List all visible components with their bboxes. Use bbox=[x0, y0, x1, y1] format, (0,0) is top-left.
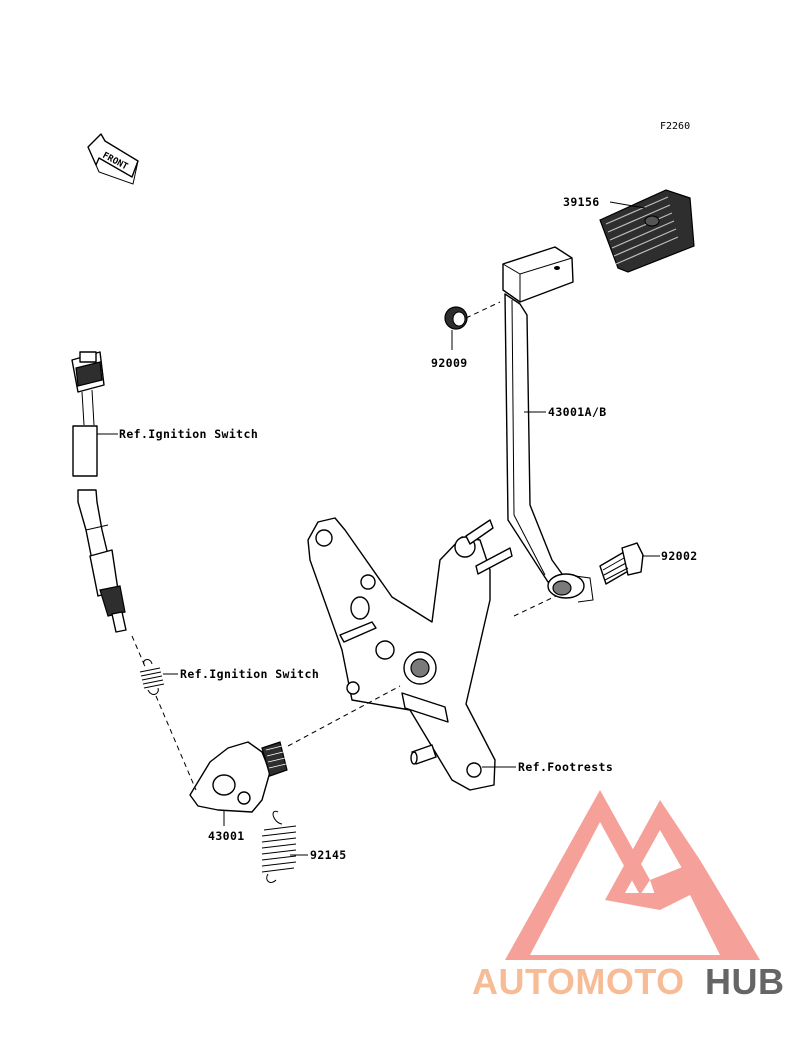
figure-code: F2260 bbox=[660, 121, 690, 132]
pedal-lever bbox=[502, 246, 594, 603]
callout-43001: 43001 bbox=[208, 829, 245, 843]
callout-ref-ignition-switch-1: Ref.Ignition Switch bbox=[119, 427, 258, 441]
assembly-line-5 bbox=[155, 695, 197, 791]
front-arrow-icon: FRONT bbox=[87, 133, 139, 185]
lever-arm bbox=[189, 741, 288, 813]
footrest-bracket bbox=[307, 517, 513, 791]
callout-43001ab: 43001A/B bbox=[548, 405, 607, 419]
callout-92145: 92145 bbox=[310, 848, 347, 862]
callout-ref-ignition-switch-2: Ref.Ignition Switch bbox=[180, 667, 319, 681]
return-spring bbox=[261, 810, 297, 883]
watermark-brand-part1: AUTOMOTO bbox=[472, 961, 685, 1002]
assembly-line-4 bbox=[131, 635, 145, 665]
callout-92002: 92002 bbox=[661, 549, 698, 563]
assembly-line-2 bbox=[513, 595, 557, 617]
small-spring bbox=[139, 659, 165, 695]
callout-ref-footrests: Ref.Footrests bbox=[518, 760, 613, 774]
assembly-line-3 bbox=[287, 685, 401, 747]
pedal-pad bbox=[599, 189, 695, 273]
callout-39156: 39156 bbox=[563, 195, 600, 209]
bolt-part bbox=[599, 542, 644, 585]
switch-connector bbox=[71, 351, 127, 633]
watermark-logo: AUTOMOTO HUB bbox=[472, 790, 785, 1002]
assembly-line-1 bbox=[465, 301, 501, 319]
washer-part bbox=[444, 306, 468, 330]
watermark-brand-part2: HUB bbox=[705, 961, 785, 1002]
callout-92009: 92009 bbox=[431, 356, 468, 370]
